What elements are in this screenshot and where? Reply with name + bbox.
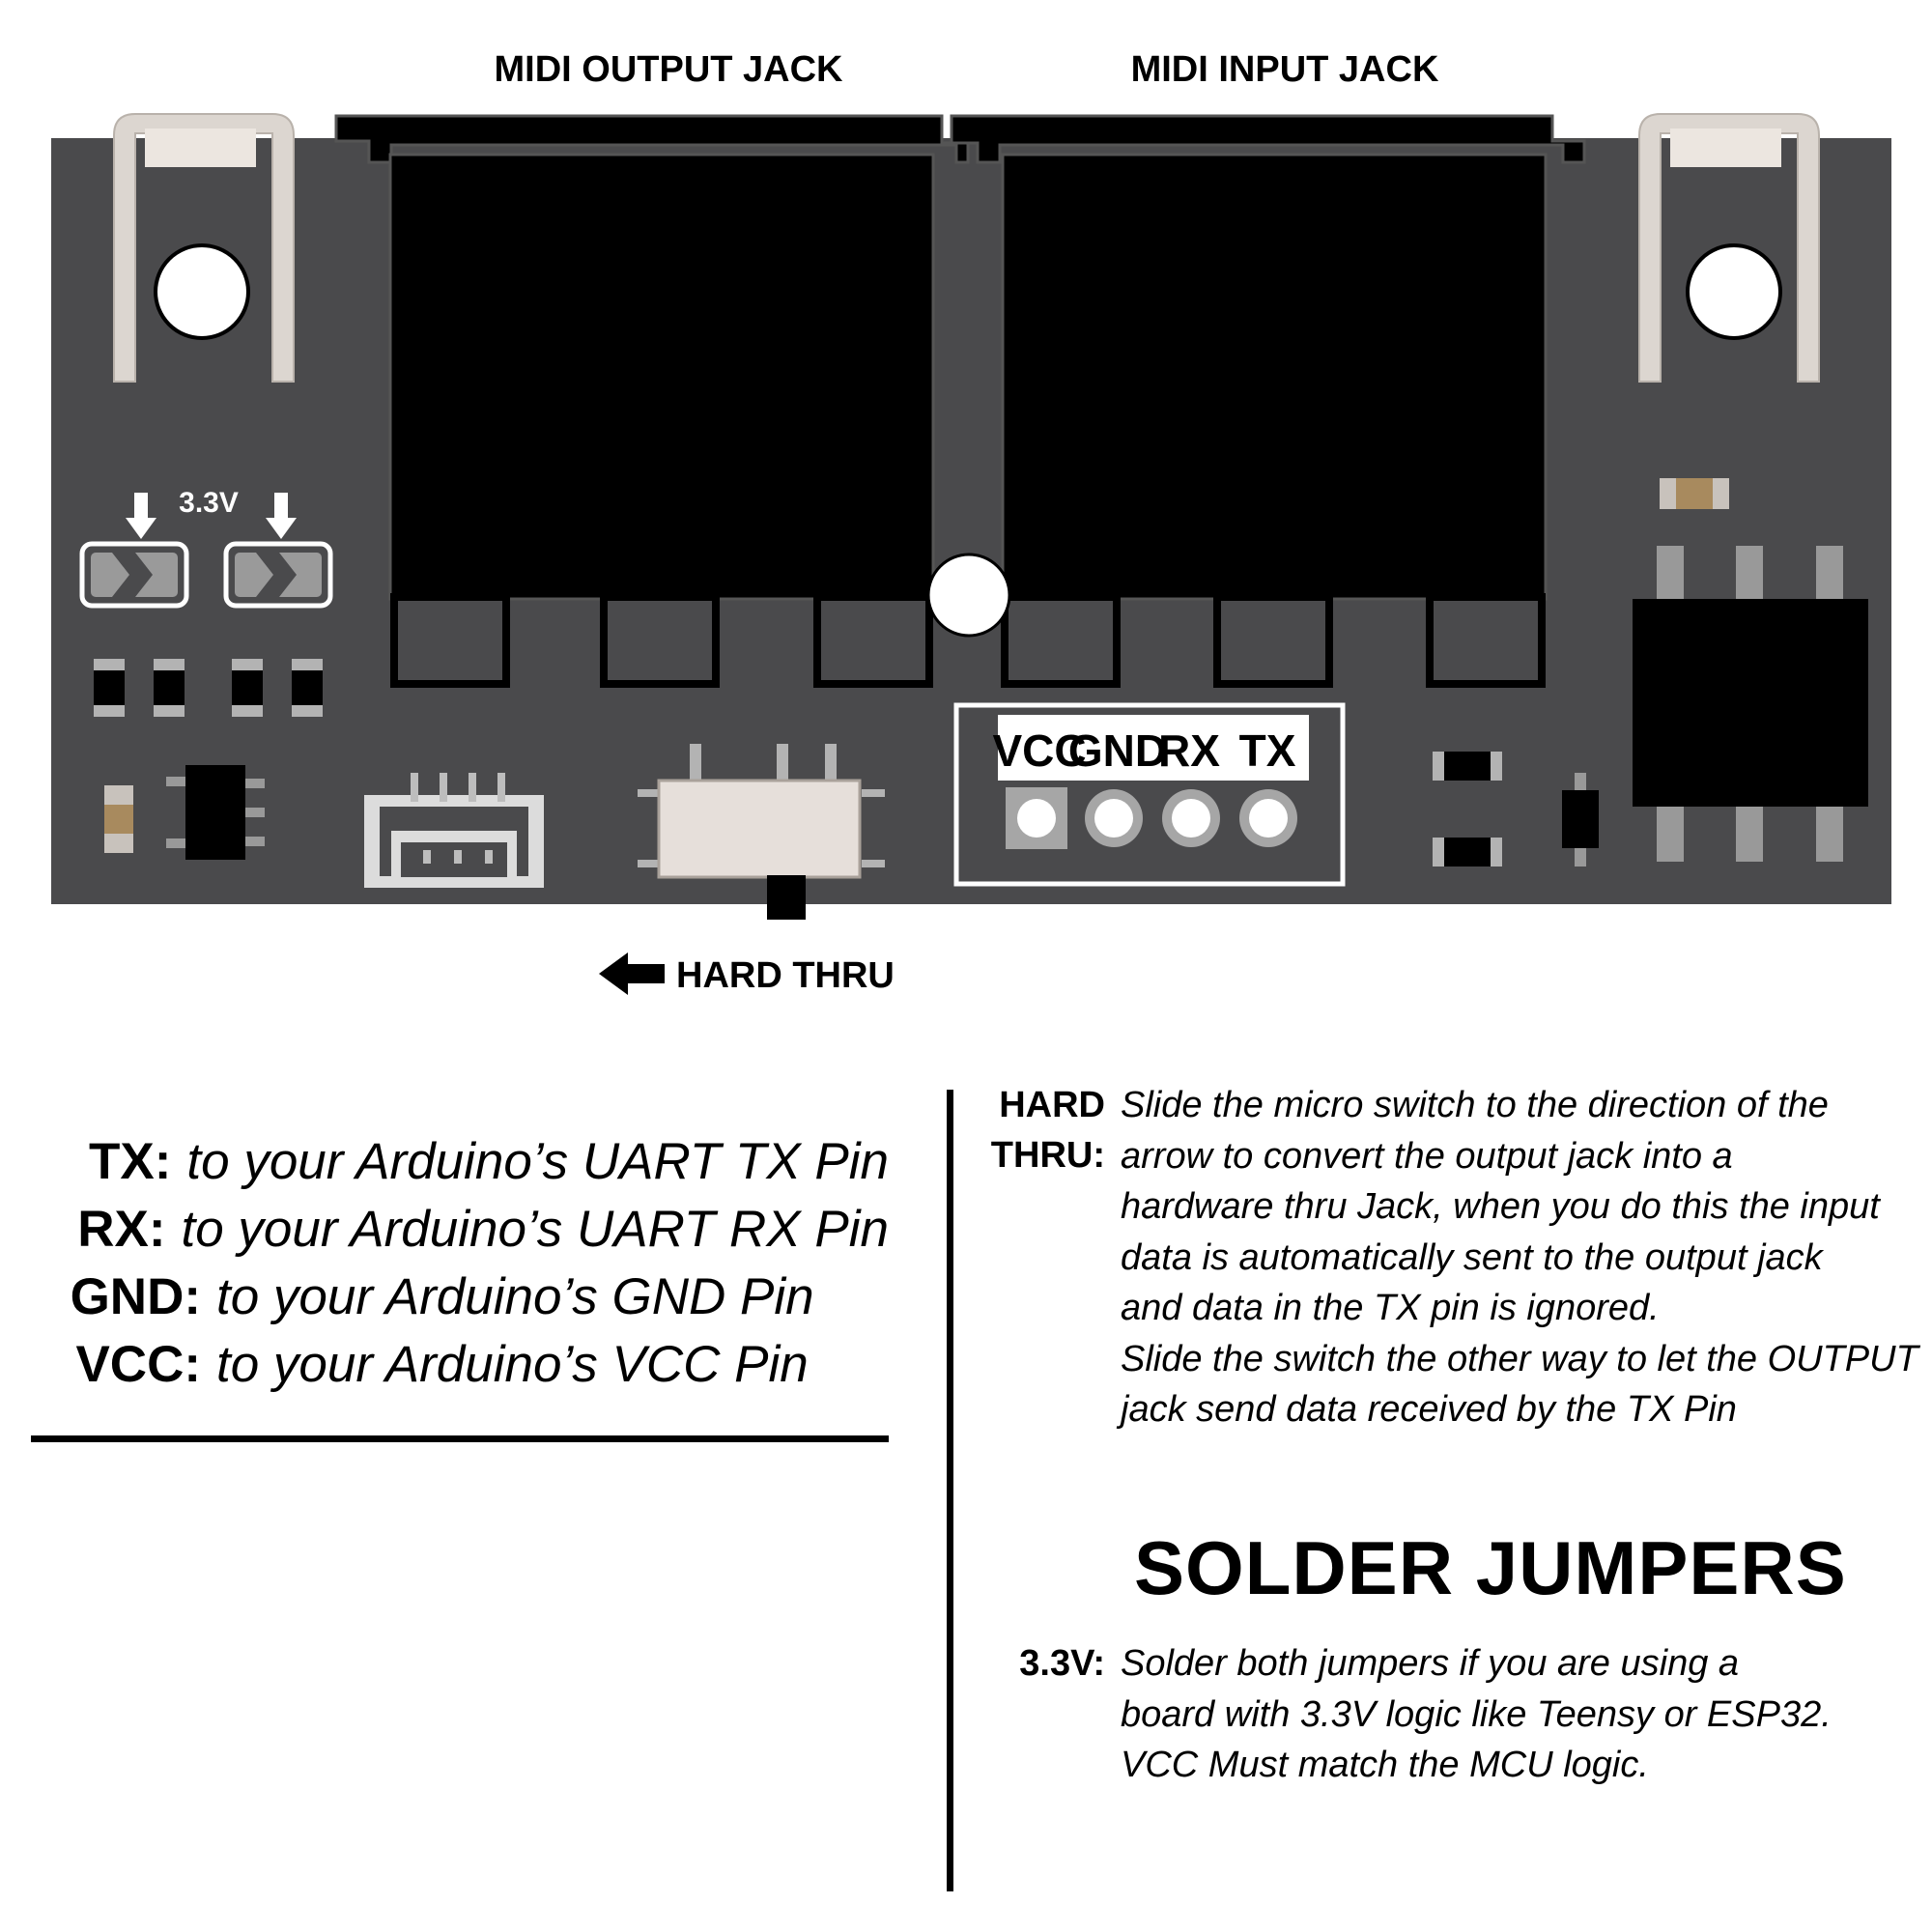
note-line: Slide the switch the other way to let th… [1121,1338,1918,1379]
pin-description: to your Arduino’s VCC Pin [216,1336,809,1393]
midi-output-jack [334,114,970,688]
hard-thru-key-line2: THRU: [990,1135,1105,1176]
smd-resistors [94,659,323,717]
header-pin-label-vcc: VCC [992,725,1086,776]
pin-key: GND: [70,1268,201,1325]
hard-thru-note-text: Slide the micro switch to the direction … [1121,1080,1918,1435]
pin-row-tx: TX: to your Arduino’s UART TX Pin [29,1132,889,1200]
note-line: arrow to convert the output jack into a [1121,1135,1733,1177]
hard-thru-slide-switch[interactable] [638,744,885,920]
jumper-label: 3.3V [179,487,239,519]
optocoupler-ic [1633,546,1868,862]
smd-resistors-right [1433,752,1502,867]
note-line: hardware thru Jack, when you do this the… [1121,1186,1880,1227]
solder-jumper-left [79,541,189,609]
note-line: Solder both jumpers if you are using a [1121,1643,1740,1684]
header-pin-label-tx: TX [1239,725,1296,776]
smd-capacitor-right [1660,478,1729,509]
note-line: data is automatically sent to the output… [1121,1236,1823,1278]
pin-row-gnd: GND: to your Arduino’s GND Pin [29,1267,889,1335]
note-line: and data in the TX pin is ignored. [1121,1288,1660,1328]
note-line: board with 3.3V logic like Teensy or ESP… [1121,1693,1832,1735]
center-hole [926,553,1011,638]
hard-thru-key-line1: HARD [999,1085,1105,1125]
hard-thru-label: HARD THRU [676,955,895,996]
solder-jumpers-title: SOLDER JUMPERS [1134,1525,1847,1610]
jst-connector [364,773,544,888]
pin-description-list: TX: to your Arduino’s UART TX Pin RX: to… [29,1132,889,1403]
right-mounting-bracket [1638,113,1820,383]
pin-description: to your Arduino’s UART RX Pin [181,1201,889,1258]
pin-key: VCC: [75,1336,201,1393]
left-arrow-icon [599,952,665,995]
mounting-hole [1686,243,1782,340]
switch-actuator[interactable] [767,875,806,920]
midi-output-jack-label: MIDI OUTPUT JACK [495,49,844,90]
note-line: VCC Must match the MCU logic. [1121,1745,1649,1785]
vertical-divider [947,1090,953,1891]
pin-row-rx: RX: to your Arduino’s UART RX Pin [29,1200,889,1267]
uart-header: VCC GND RX TX [953,702,1346,887]
hard-thru-note-key: HARD THRU: [985,1080,1105,1180]
left-mounting-bracket [113,113,295,383]
smd-diode [1562,773,1599,867]
pin-description: to your Arduino’s GND Pin [216,1268,814,1325]
midi-input-jack-label: MIDI INPUT JACK [1131,49,1439,90]
midi-board-illustration: MIDI OUTPUT JACK MIDI INPUT JACK 3.3V [51,49,1891,996]
header-pin-label-rx: RX [1158,725,1220,776]
solder-note-text: Solder both jumpers if you are using a b… [1121,1638,1832,1791]
pin-key: RX: [77,1201,166,1258]
note-line: Slide the micro switch to the direction … [1121,1085,1829,1125]
midi-input-jack [950,114,1586,688]
note-line: jack send data received by the TX Pin [1121,1389,1737,1430]
pin-description: to your Arduino’s UART TX Pin [186,1133,889,1190]
header-pin-label-gnd: GND [1068,725,1167,776]
pin-list-underline [31,1435,889,1442]
solder-note-key: 3.3V: [1019,1643,1105,1684]
sot-transistor [166,765,265,860]
pin-key: TX: [89,1133,172,1190]
pcb-board [51,138,1891,904]
solder-jumper-right [223,541,333,609]
smd-capacitor [104,785,133,853]
down-arrow-icon [126,493,156,539]
mounting-hole [154,243,250,340]
pin-row-vcc: VCC: to your Arduino’s VCC Pin [29,1335,889,1403]
down-arrow-icon [266,493,297,539]
